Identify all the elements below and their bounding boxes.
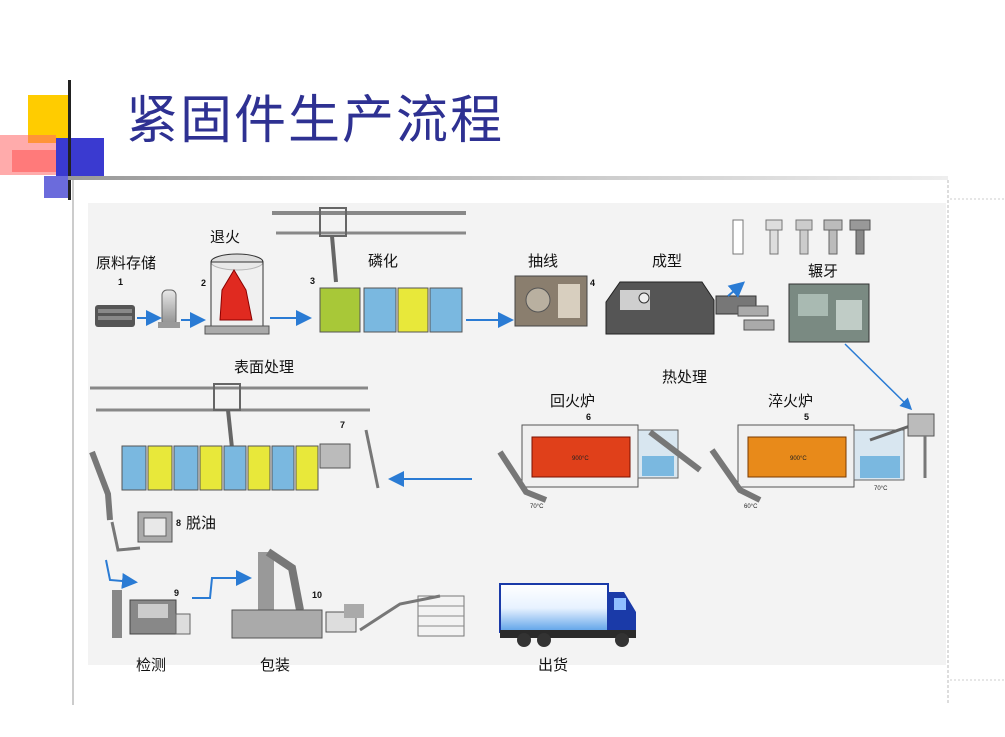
temper-temp: 900°C [572, 456, 589, 462]
stage-phosphating: 磷化 3 表面处理 [234, 207, 514, 376]
stage-forming: 成型 [605, 252, 775, 335]
num-7: 7 [340, 420, 345, 430]
num-4: 4 [590, 278, 595, 288]
label-inspection: 检测 [136, 656, 166, 674]
label-forming: 成型 [652, 252, 682, 270]
num-8: 8 [176, 518, 181, 528]
stage-quench-furnace: 淬火炉 5 900°C 60°C 70°C [709, 392, 935, 510]
stage-raw-storage: 原料存储 1 [95, 254, 206, 328]
arrow-to-packing [192, 570, 252, 599]
num-5: 5 [804, 412, 809, 422]
num-3: 3 [310, 276, 315, 286]
anneal-charge [219, 269, 253, 321]
quench-left-temp: 60°C [744, 504, 758, 510]
wire-roll-icon [158, 289, 180, 328]
label-phosphating: 磷化 [368, 252, 398, 270]
label-thread-rolling: 辗牙 [808, 262, 838, 280]
label-packing: 包装 [260, 656, 290, 674]
stage-temper-furnace: 回火炉 6 900°C 70°C [497, 392, 702, 510]
stage-shipping: 出货 [499, 583, 636, 674]
stage-packing: 10 包装 [231, 548, 465, 674]
label-surface-treatment: 表面处理 [234, 358, 294, 376]
num-9: 9 [174, 588, 179, 598]
stage-surface-line: 7 [89, 383, 380, 521]
slide-title: 紧固件生产流程 [126, 91, 505, 151]
stage-wire-drawing: 抽线 4 [514, 252, 595, 327]
arrow-to-inspection [105, 559, 138, 589]
num-1: 1 [118, 277, 123, 287]
stage-annealing: 退火 2 [201, 228, 312, 335]
label-heat-treatment: 热处理 [662, 368, 707, 386]
label-quench-furnace: 淬火炉 [768, 392, 813, 410]
quench-right-temp: 70°C [874, 486, 888, 492]
truck-icon [499, 583, 636, 647]
label-raw-storage: 原料存储 [96, 254, 156, 272]
num-6: 6 [586, 412, 591, 422]
label-temper-furnace: 回火炉 [550, 392, 595, 410]
stage-degreasing: 8 脱油 [110, 511, 216, 552]
fastener-icons [732, 219, 871, 255]
stage-thread-rolling: 辗牙 [788, 262, 913, 411]
label-wire-drawing: 抽线 [528, 252, 558, 270]
num-10: 10 [312, 590, 322, 600]
num-2: 2 [201, 278, 206, 288]
label-degreasing: 脱油 [186, 514, 216, 532]
temper-left-temp: 70°C [530, 504, 544, 510]
label-shipping: 出货 [538, 656, 568, 674]
slide-decoration [0, 80, 1005, 705]
label-annealing: 退火 [210, 228, 240, 246]
coil-icon [95, 305, 135, 327]
stage-inspection: 9 检测 [112, 588, 191, 674]
quench-temp: 900°C [790, 456, 807, 462]
